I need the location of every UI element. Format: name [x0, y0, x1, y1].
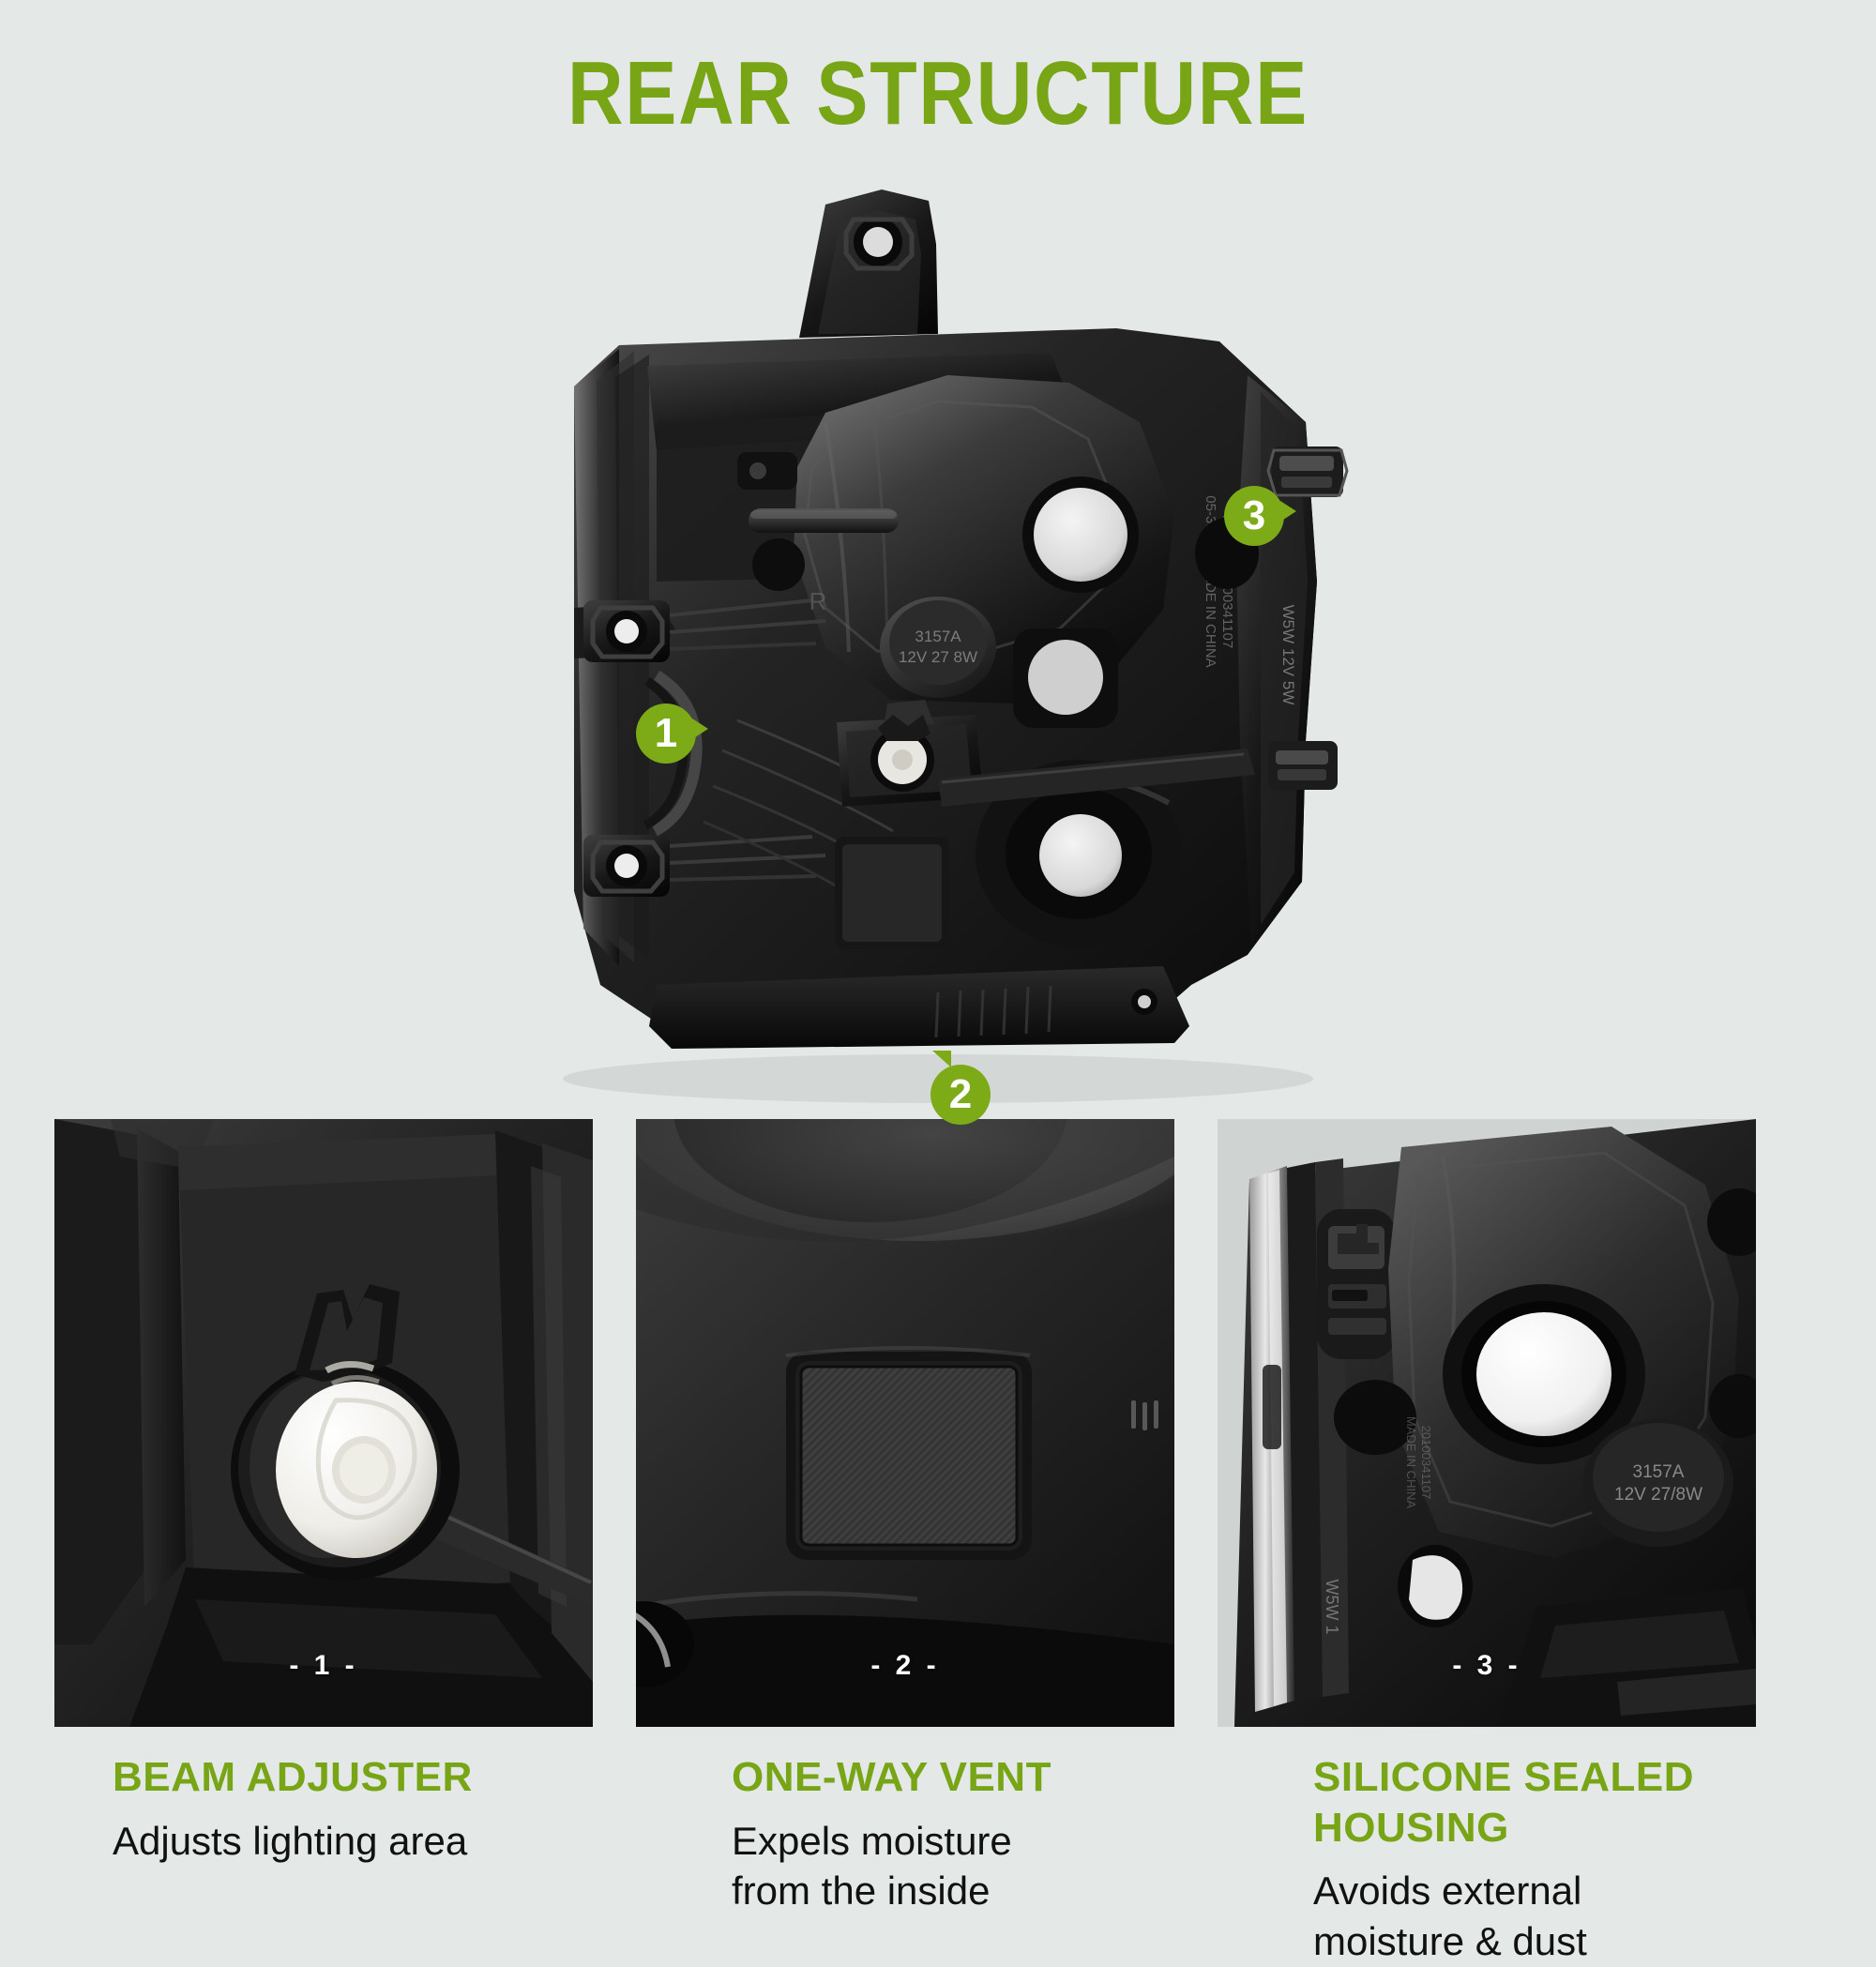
detail-image-2: [636, 1119, 1174, 1727]
caption-row: BEAM ADJUSTER Adjusts lighting area ONE-…: [0, 1752, 1876, 1963]
vent-mesh: [801, 1367, 1017, 1545]
detail-panel-1-label: - 1 -: [289, 1650, 358, 1681]
callout-badge-3[interactable]: 3: [1224, 486, 1296, 546]
caption-3-title: SILICONE SEALED HOUSING: [1313, 1754, 1694, 1851]
detail-panel-1[interactable]: - 1 -: [54, 1119, 593, 1727]
detail-panel-2[interactable]: - 2 -: [636, 1119, 1174, 1727]
svg-text:12V 27/8W: 12V 27/8W: [1614, 1485, 1702, 1505]
callout-tail-1: [692, 719, 708, 739]
detail-panel-2-label: - 2 -: [870, 1650, 940, 1681]
svg-text:W5W 1: W5W 1: [1323, 1579, 1341, 1634]
svg-text:3157A: 3157A: [1633, 1462, 1685, 1482]
detail-image-1: [54, 1119, 593, 1727]
bulb-aperture-lower: [1039, 814, 1122, 897]
product-illustration: 3157A 12V 27 8W: [563, 189, 1349, 1103]
callout-badge-1[interactable]: 1: [636, 704, 708, 764]
callout-badge-1-label: 1: [654, 710, 678, 756]
callout-badge-3-label: 3: [1242, 492, 1266, 538]
silicone-seal-clip-top: [1266, 446, 1349, 497]
detail-panel-3-label: - 3 -: [1452, 1650, 1521, 1681]
bulb-aperture-upper: [1034, 488, 1127, 582]
svg-text:W5W 12V 5W: W5W 12V 5W: [1279, 605, 1297, 705]
caption-1-body: Adjusts lighting area: [113, 1818, 468, 1863]
housing-clip: [1317, 1209, 1396, 1359]
caption-beam-adjuster: BEAM ADJUSTER Adjusts lighting area: [113, 1752, 666, 1866]
detail-image-3: 3157A 12V 27/8W W5W 1 20100341107 MADE I…: [1218, 1119, 1756, 1727]
svg-text:MADE IN CHINA: MADE IN CHINA: [1404, 1416, 1418, 1509]
hero-product-image: 3157A 12V 27 8W: [0, 141, 1876, 1125]
callout-tail-3: [1280, 501, 1296, 522]
detail-panel-3[interactable]: 3157A 12V 27/8W W5W 1 20100341107 MADE I…: [1218, 1119, 1756, 1727]
bottom-skirt: [649, 966, 1189, 1049]
svg-text:R: R: [809, 587, 827, 615]
caption-2-title: ONE-WAY VENT: [732, 1754, 1051, 1800]
svg-text:12V 27 8W: 12V 27 8W: [899, 648, 977, 666]
callout-badge-2-label: 2: [948, 1071, 973, 1117]
socket-aperture: [1476, 1312, 1611, 1436]
caption-1-title: BEAM ADJUSTER: [113, 1754, 473, 1800]
svg-text:3157A: 3157A: [915, 628, 961, 645]
callout-tail-2: [932, 1051, 951, 1067]
page-title: REAR STRUCTURE: [567, 43, 1309, 144]
infographic-page: REAR STRUCTURE: [0, 43, 1876, 1963]
detail-panel-row: - 1 -: [0, 1119, 1876, 1729]
svg-text:20100341107: 20100341107: [1419, 1426, 1433, 1500]
callout-badge-2[interactable]: 2: [930, 1051, 991, 1125]
silicone-seal-clip-bottom: [1268, 741, 1338, 790]
